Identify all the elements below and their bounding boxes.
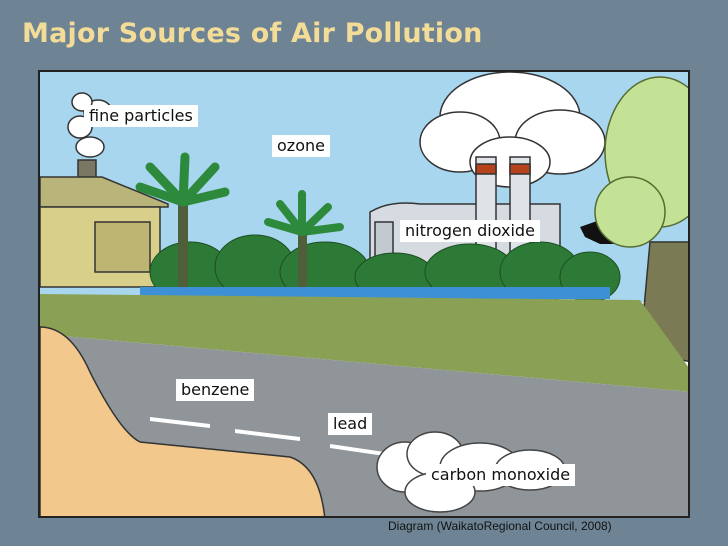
slide-title: Major Sources of Air Pollution	[22, 18, 483, 49]
house	[40, 159, 169, 288]
grass-verge	[40, 294, 688, 392]
label-carbon-monoxide: carbon monoxide	[426, 464, 576, 486]
palm-tree-left	[135, 152, 230, 297]
label-lead: lead	[328, 413, 373, 435]
diagram-caption: Diagram (WaikatoRegional Council, 2008)	[388, 519, 612, 533]
label-nitrogen-dioxide: nitrogen dioxide	[400, 220, 540, 242]
car-bonnet	[40, 326, 326, 516]
label-fine-particles: fine particles	[84, 105, 198, 127]
label-ozone: ozone	[272, 135, 330, 157]
water-strip	[140, 287, 610, 299]
scene-illustration	[40, 72, 688, 516]
palm-tree-right	[264, 190, 344, 292]
pollution-diagram: fine particles ozone nitrogen dioxide be…	[38, 70, 690, 518]
road-markings	[150, 417, 385, 456]
label-benzene: benzene	[176, 379, 255, 401]
